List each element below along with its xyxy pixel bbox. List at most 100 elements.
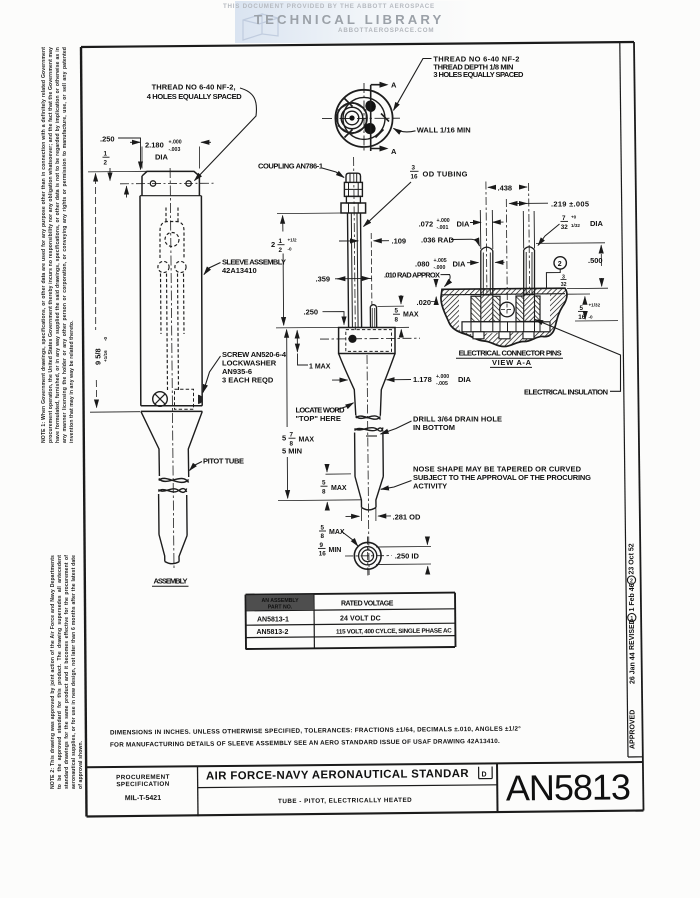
svg-text:8: 8 bbox=[395, 317, 399, 324]
svg-text:TUBE - PITOT, ELECTRICALLY HEA: TUBE - PITOT, ELECTRICALLY HEATED bbox=[278, 797, 412, 805]
svg-text:DIMENSIONS IN INCHES. UNLESS: DIMENSIONS IN INCHES. UNLESS OTHERWISE S… bbox=[110, 725, 521, 737]
svg-text:-.001: -.001 bbox=[437, 225, 449, 231]
svg-text:FOR MANUFACTURING DETAILS OF S: FOR MANUFACTURING DETAILS OF SLEEVE ASSE… bbox=[110, 738, 500, 749]
svg-text:+0: +0 bbox=[571, 215, 577, 220]
svg-text:16: 16 bbox=[578, 314, 586, 321]
svg-text:NOSE SHAPE MAY BE TAPERED OR C: NOSE SHAPE MAY BE TAPERED OR CURVED bbox=[413, 465, 582, 474]
svg-text:.219 ±.005: .219 ±.005 bbox=[551, 199, 589, 208]
svg-text:THREAD DEPTH 1/8 MIN: THREAD DEPTH 1/8 MIN bbox=[433, 62, 513, 71]
svg-text:MAX: MAX bbox=[329, 529, 345, 536]
svg-text:23 Oct 52: 23 Oct 52 bbox=[629, 543, 636, 574]
svg-text:5: 5 bbox=[580, 305, 584, 312]
svg-text:9: 9 bbox=[320, 542, 324, 549]
svg-text:5: 5 bbox=[322, 480, 326, 487]
svg-text:9 5/8: 9 5/8 bbox=[94, 348, 103, 365]
svg-text:MAX: MAX bbox=[403, 312, 419, 319]
svg-text:SPECIFICATION: SPECIFICATION bbox=[116, 781, 169, 789]
svg-text:.109: .109 bbox=[392, 237, 407, 246]
svg-text:DIA: DIA bbox=[453, 259, 467, 268]
svg-text:AN5813: AN5813 bbox=[506, 766, 632, 808]
svg-text:3: 3 bbox=[562, 274, 565, 280]
svg-text:+1/32: +1/32 bbox=[589, 303, 601, 308]
svg-text:.020: .020 bbox=[417, 298, 432, 307]
svg-text:AN5813-2: AN5813-2 bbox=[257, 629, 289, 636]
svg-text:"TOP" HERE: "TOP" HERE bbox=[296, 414, 341, 423]
svg-text:32: 32 bbox=[561, 282, 567, 288]
svg-text:ELECTRICAL CONNECTOR PINS: ELECTRICAL CONNECTOR PINS bbox=[459, 349, 562, 358]
svg-text:2: 2 bbox=[279, 247, 283, 254]
svg-text:LOCKWASHER: LOCKWASHER bbox=[222, 359, 277, 368]
svg-text:AN5813-1: AN5813-1 bbox=[257, 616, 289, 623]
svg-text:115 VOLT, 400 CYLCE, SINGLE PH: 115 VOLT, 400 CYLCE, SINGLE PHASE AC bbox=[336, 627, 452, 635]
svg-text:DRILL 3/64 DRAIN HOLE: DRILL 3/64 DRAIN HOLE bbox=[413, 414, 502, 423]
svg-text:5: 5 bbox=[321, 525, 325, 532]
svg-text:SUBJECT TO THE APPROVAL OF THE: SUBJECT TO THE APPROVAL OF THE PROCURING bbox=[413, 473, 591, 482]
svg-text:RATED VOLTAGE: RATED VOLTAGE bbox=[341, 601, 394, 608]
svg-text:.500: .500 bbox=[588, 256, 603, 265]
svg-text:2.180: 2.180 bbox=[145, 141, 164, 150]
svg-text:PITOT TUBE: PITOT TUBE bbox=[203, 457, 244, 466]
svg-text:4 HOLES EQUALLY SPACED: 4 HOLES EQUALLY SPACED bbox=[147, 92, 243, 101]
svg-text:.250: .250 bbox=[100, 135, 115, 144]
svg-text:ASSEMBLY: ASSEMBLY bbox=[154, 577, 188, 586]
svg-text:1 Feb 46: 1 Feb 46 bbox=[629, 583, 636, 611]
svg-text:A: A bbox=[391, 81, 397, 90]
svg-text:.250 ID: .250 ID bbox=[395, 552, 420, 561]
svg-text:.080: .080 bbox=[415, 259, 430, 268]
svg-text:2: 2 bbox=[558, 261, 562, 268]
svg-text:DIA: DIA bbox=[457, 219, 471, 228]
svg-text:MIL-T-5421: MIL-T-5421 bbox=[125, 795, 161, 802]
svg-text:-0: -0 bbox=[589, 315, 594, 320]
svg-text:APPROVED: APPROVED bbox=[630, 710, 637, 749]
svg-text:.250: .250 bbox=[304, 308, 319, 317]
svg-text:OD TUBING: OD TUBING bbox=[423, 170, 468, 179]
svg-text:A: A bbox=[391, 147, 397, 156]
svg-text:8: 8 bbox=[322, 489, 326, 496]
svg-text:1: 1 bbox=[279, 238, 283, 245]
svg-text:AIR FORCE-NAVY AERONAUTICAL ST: AIR FORCE-NAVY AERONAUTICAL STANDAR bbox=[206, 768, 469, 783]
svg-text:-.003: -.003 bbox=[169, 147, 181, 153]
svg-text:COUPLING AN786-1: COUPLING AN786-1 bbox=[258, 162, 323, 171]
svg-text:16: 16 bbox=[411, 174, 419, 181]
svg-text:24 VOLT DC: 24 VOLT DC bbox=[340, 616, 381, 623]
svg-text:.010 RAD APPROX: .010 RAD APPROX bbox=[384, 270, 440, 279]
svg-text:2: 2 bbox=[271, 240, 275, 249]
svg-text:8: 8 bbox=[290, 441, 294, 448]
svg-text:1 MAX: 1 MAX bbox=[309, 363, 331, 370]
svg-text:+1/2: +1/2 bbox=[288, 238, 298, 243]
svg-text:1: 1 bbox=[630, 616, 633, 622]
svg-text:ACTIVITY: ACTIVITY bbox=[413, 482, 447, 491]
svg-text:WALL 1/16 MIN: WALL 1/16 MIN bbox=[417, 126, 471, 135]
svg-text:2: 2 bbox=[630, 578, 633, 584]
svg-text:DIA: DIA bbox=[590, 219, 604, 228]
svg-text:1/32: 1/32 bbox=[571, 223, 580, 228]
svg-text:5: 5 bbox=[395, 308, 399, 315]
svg-text:5: 5 bbox=[282, 434, 286, 443]
svg-text:SLEEVE ASSEMBLY: SLEEVE ASSEMBLY bbox=[222, 258, 286, 267]
svg-text:.281 OD: .281 OD bbox=[393, 512, 422, 521]
svg-text:16: 16 bbox=[319, 551, 327, 558]
svg-text:1: 1 bbox=[104, 151, 108, 158]
svg-text:1.178: 1.178 bbox=[413, 375, 432, 384]
svg-text:REVISED: REVISED bbox=[629, 619, 636, 650]
svg-text:PROCUREMENT: PROCUREMENT bbox=[116, 774, 170, 782]
svg-text:+.000: +.000 bbox=[436, 374, 449, 380]
svg-text:THREAD NO 6-40 NF-2: THREAD NO 6-40 NF-2 bbox=[433, 55, 519, 64]
svg-text:THREAD NO 6-40 NF-2,: THREAD NO 6-40 NF-2, bbox=[152, 83, 236, 92]
svg-text:AN ASSEMBLY: AN ASSEMBLY bbox=[261, 598, 299, 604]
svg-text:42A13410: 42A13410 bbox=[222, 266, 257, 275]
svg-text:DIA: DIA bbox=[155, 153, 169, 162]
svg-text:7: 7 bbox=[562, 215, 566, 222]
svg-text:MAX: MAX bbox=[299, 437, 315, 444]
svg-text:7: 7 bbox=[290, 432, 294, 439]
svg-text:D: D bbox=[482, 771, 487, 778]
svg-text:-0: -0 bbox=[288, 247, 293, 252]
svg-text:MAX: MAX bbox=[331, 485, 347, 492]
svg-text:-.005: -.005 bbox=[436, 381, 448, 387]
svg-text:2: 2 bbox=[104, 160, 108, 167]
svg-text:8: 8 bbox=[321, 533, 325, 540]
svg-text:3 HOLES EQUALLY SPACED: 3 HOLES EQUALLY SPACED bbox=[433, 70, 524, 79]
svg-text:VIEW A-A: VIEW A-A bbox=[492, 358, 532, 367]
svg-text:DIA: DIA bbox=[458, 375, 472, 384]
svg-text:32: 32 bbox=[561, 224, 569, 231]
